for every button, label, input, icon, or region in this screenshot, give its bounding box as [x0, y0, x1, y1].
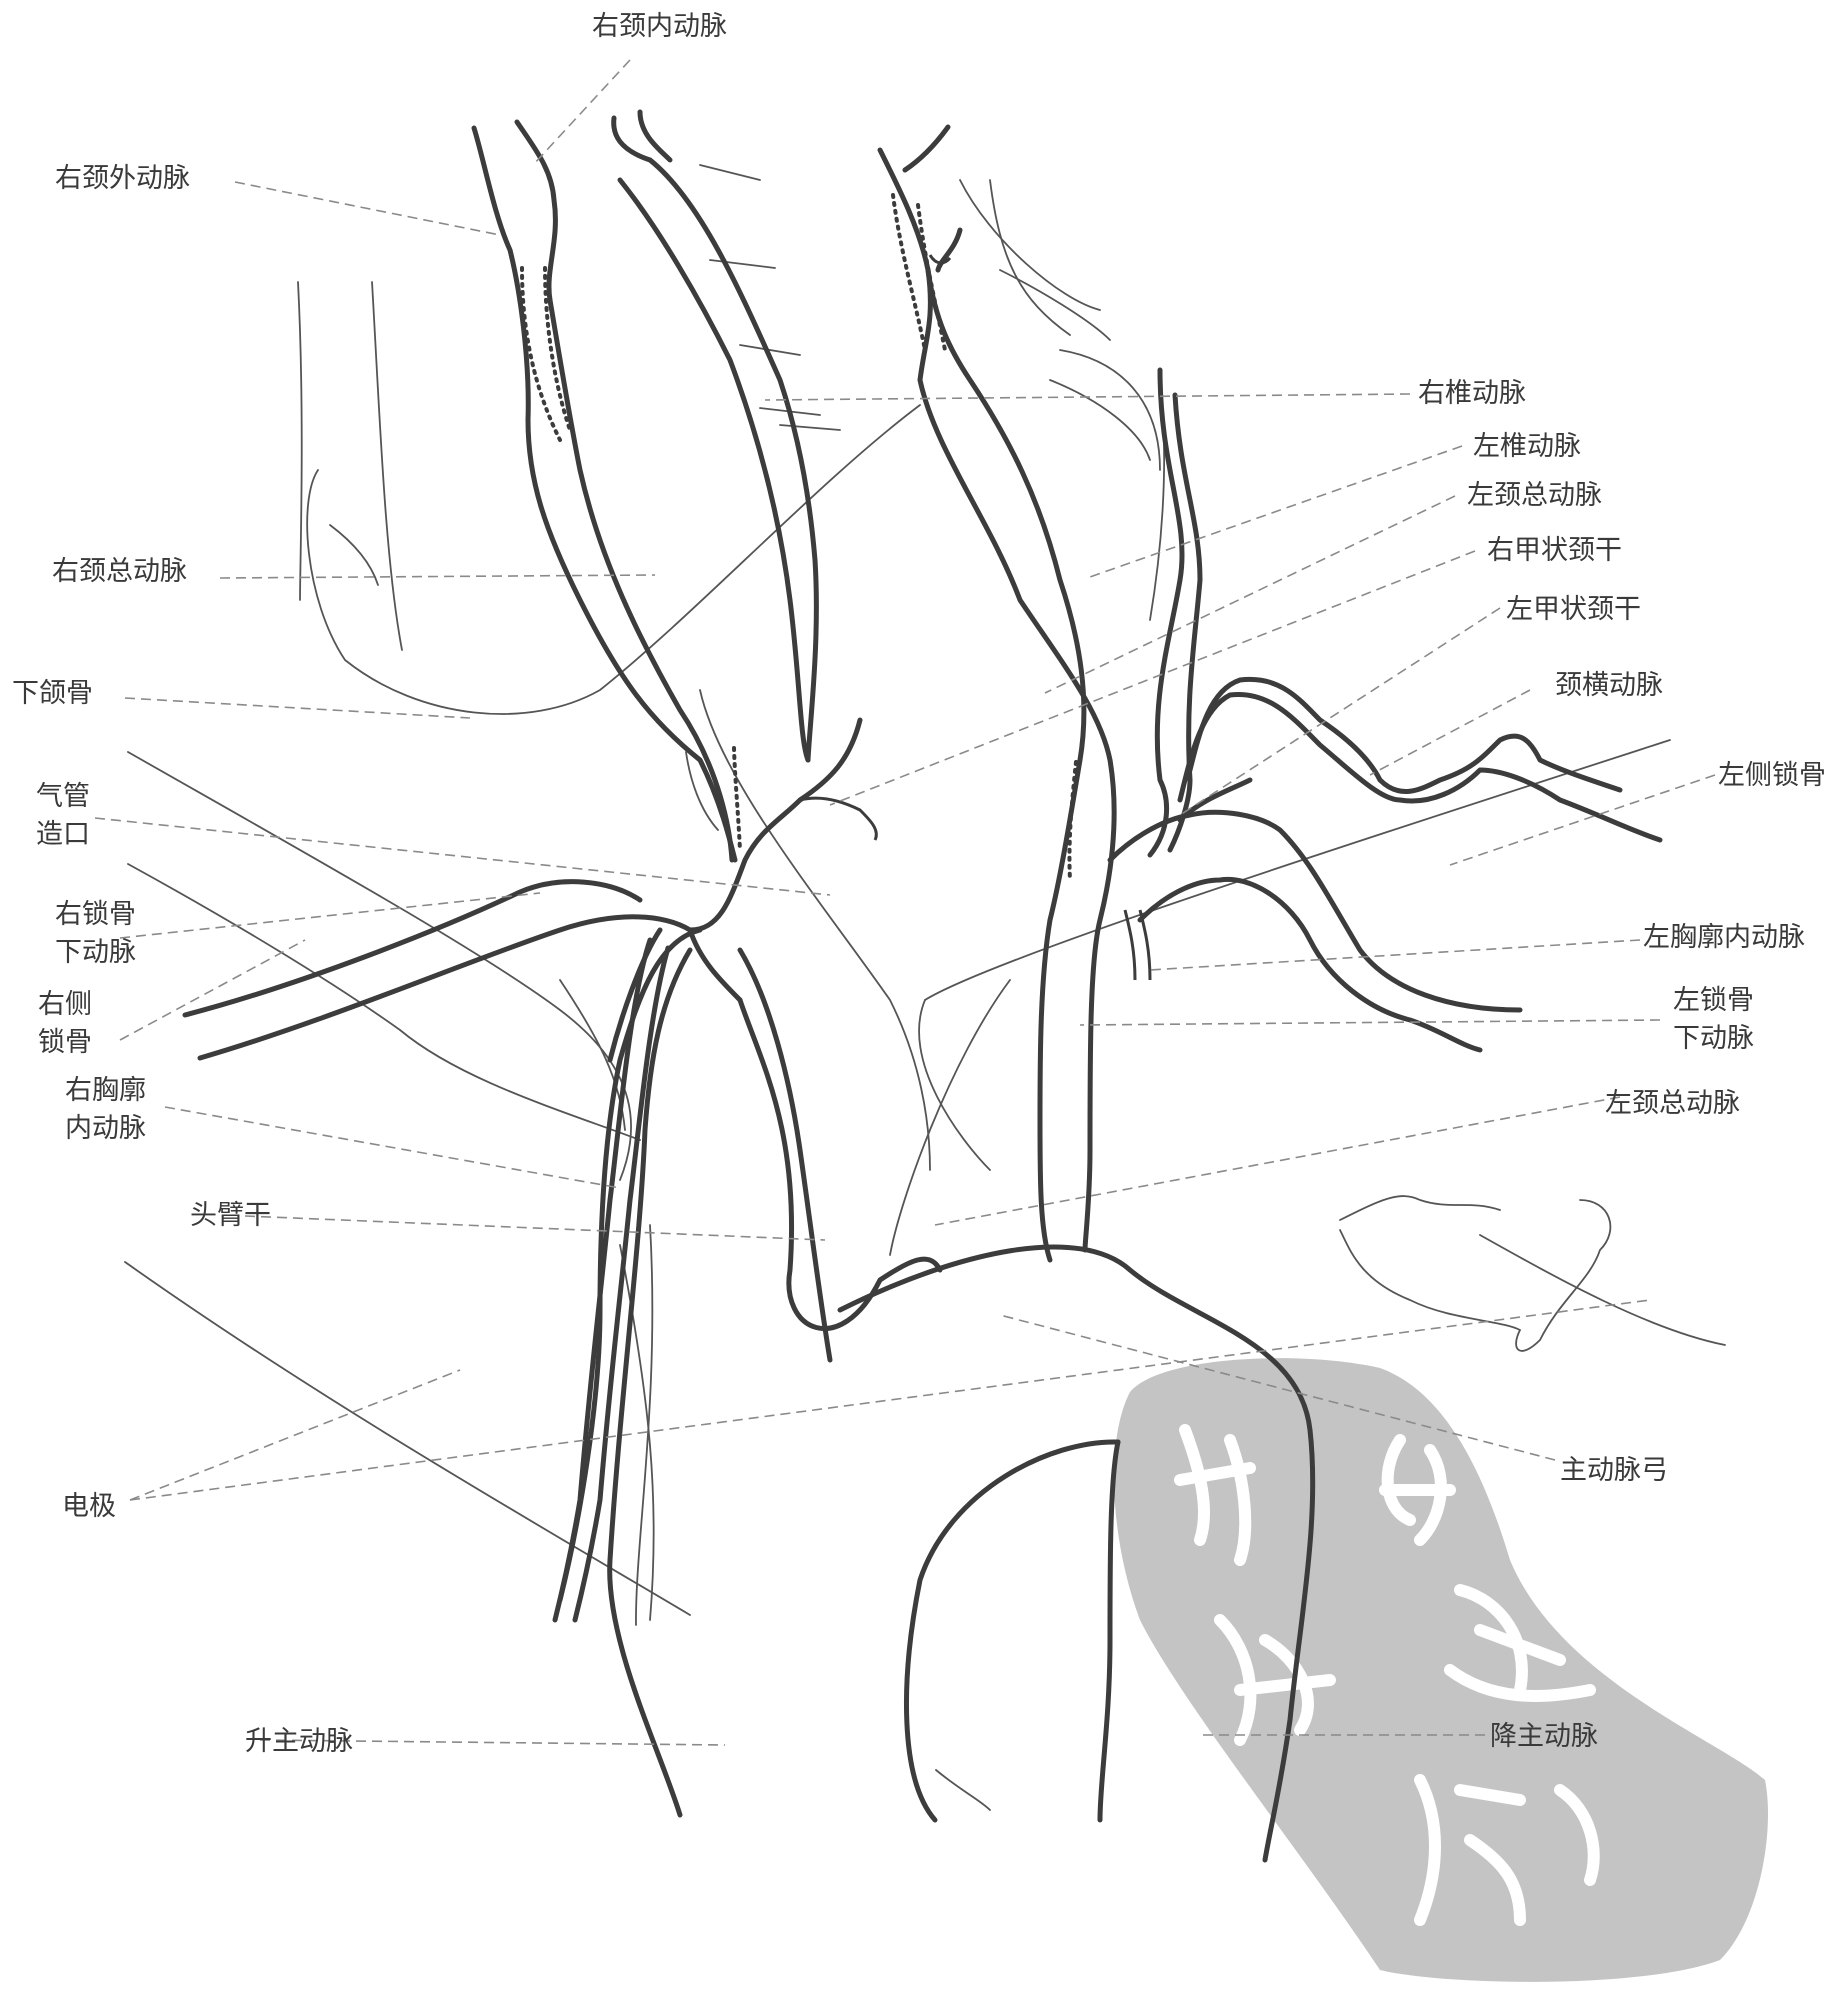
- label-mandible: 下颌骨: [12, 675, 93, 713]
- label-right-internal-thoracic-2: 内动脉: [65, 1110, 146, 1148]
- label-tracheostomy-2: 造口: [28, 816, 98, 854]
- label-left-subclavian-1: 左锁骨: [1673, 982, 1754, 1020]
- label-left-thyrocervical: 左甲状颈干: [1506, 591, 1641, 629]
- label-left-common-carotid-lower: 左颈总动脉: [1605, 1085, 1740, 1123]
- label-right-clavicle-2: 锁骨: [38, 1024, 92, 1062]
- label-left-clavicle: 左侧锁骨: [1718, 757, 1826, 795]
- label-right-internal-carotid: 右颈内动脉: [592, 8, 727, 46]
- label-brachiocephalic-trunk: 头臂干: [190, 1197, 271, 1235]
- label-right-clavicle-1: 右侧: [38, 986, 92, 1024]
- watermark-seal: [1114, 1358, 1768, 1982]
- label-left-internal-thoracic: 左胸廓内动脉: [1643, 919, 1805, 957]
- label-ascending-aorta: 升主动脉: [245, 1723, 353, 1761]
- label-right-thyrocervical: 右甲状颈干: [1487, 532, 1622, 570]
- label-left-common-carotid-upper: 左颈总动脉: [1467, 477, 1602, 515]
- label-transverse-cervical: 颈横动脉: [1555, 667, 1663, 705]
- label-right-subclavian-1: 右锁骨: [55, 896, 136, 934]
- label-tracheostomy-1: 气管: [28, 778, 98, 816]
- label-right-external-carotid: 右颈外动脉: [55, 160, 190, 198]
- label-electrode: 电极: [62, 1488, 116, 1526]
- label-right-subclavian-2: 下动脉: [55, 934, 136, 972]
- label-right-internal-thoracic-1: 右胸廓: [65, 1072, 146, 1110]
- label-right-vertebral: 右椎动脉: [1418, 375, 1526, 413]
- electrode-knots: [800, 255, 1150, 980]
- label-descending-aorta: 降主动脉: [1490, 1718, 1598, 1756]
- label-left-vertebral: 左椎动脉: [1473, 428, 1581, 466]
- label-left-subclavian-2: 下动脉: [1673, 1020, 1754, 1058]
- label-aortic-arch: 主动脉弓: [1560, 1452, 1668, 1490]
- label-right-common-carotid: 右颈总动脉: [52, 553, 187, 591]
